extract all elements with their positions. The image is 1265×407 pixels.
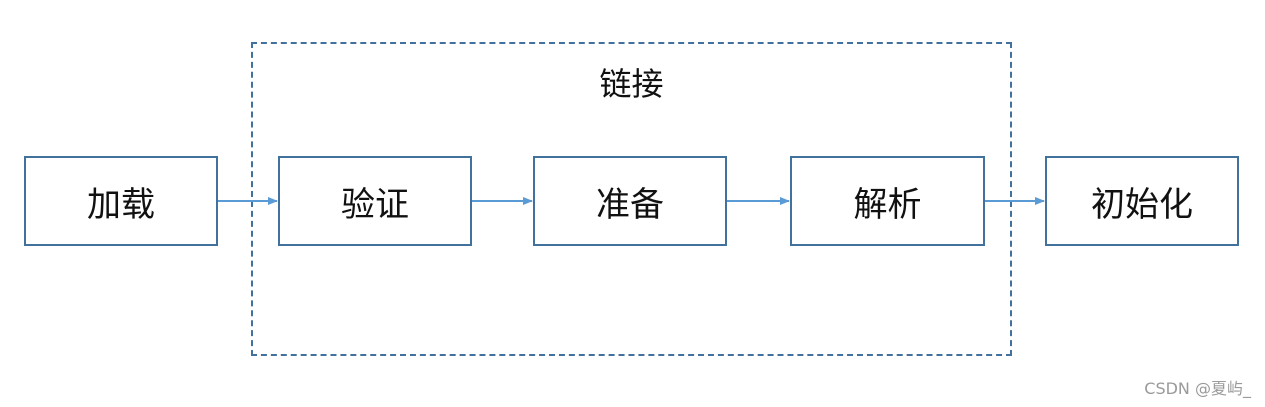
linking-group-frame: [251, 42, 1012, 356]
node-verification-label: 验证: [341, 184, 409, 225]
node-resolution-label: 解析: [853, 184, 922, 225]
node-loading: 加载: [24, 156, 218, 246]
node-loading-label: 加载: [87, 184, 155, 225]
node-preparation: 准备: [533, 156, 727, 246]
node-resolution: 解析: [790, 156, 985, 246]
node-initialization: 初始化: [1045, 156, 1239, 246]
node-verification: 验证: [278, 156, 472, 246]
linking-group-title: 链接: [599, 65, 664, 103]
watermark-text: CSDN @夏屿_: [1144, 379, 1251, 398]
node-preparation-label: 准备: [596, 184, 664, 225]
node-initialization-label: 初始化: [1091, 184, 1193, 225]
